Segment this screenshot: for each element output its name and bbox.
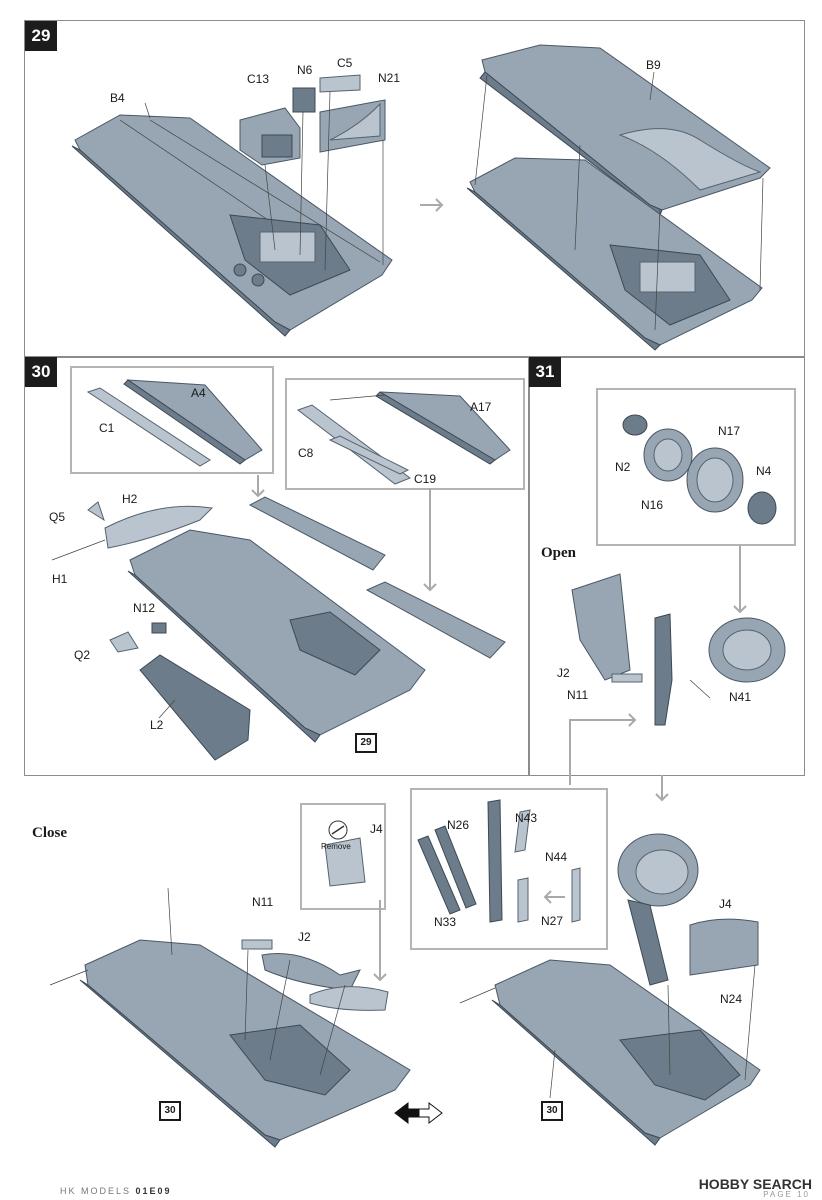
wing-lower-b4-assembled [466, 157, 763, 351]
label-l2: L2 [150, 718, 164, 732]
label-j2-open: J2 [557, 666, 570, 680]
ref-step-29: 29 [355, 733, 377, 753]
kit-code: 01E09 [135, 1186, 172, 1196]
label-n44: N44 [545, 850, 568, 864]
ref-step-30-right: 30 [541, 1101, 563, 1121]
label-n21: N21 [378, 71, 401, 85]
label-c8: C8 [298, 446, 314, 460]
wheel-parts [622, 414, 777, 525]
step-30-badge: 30 [25, 357, 57, 387]
ref-step-30-left: 30 [159, 1101, 181, 1121]
step-31-panel [528, 356, 805, 776]
label-j4-gear: J4 [719, 897, 732, 911]
label-j4-close: J4 [370, 822, 383, 836]
label-c19: C19 [414, 472, 437, 486]
label-n41: N41 [729, 690, 752, 704]
step-30-panel [24, 356, 530, 776]
label-n4: N4 [756, 464, 772, 478]
label-c5: C5 [337, 56, 353, 70]
gear-open [571, 573, 786, 726]
wing-step30 [51, 496, 506, 761]
label-b9: B9 [646, 58, 661, 72]
heading-close: Close [32, 825, 67, 841]
label-a4: A4 [191, 386, 206, 400]
label-n12: N12 [133, 601, 156, 615]
parts-c13-n6-c5-n21 [239, 74, 386, 166]
label-j2-close: J2 [298, 930, 311, 944]
label-h2: H2 [122, 492, 138, 506]
label-n2: N2 [615, 460, 631, 474]
label-c1: C1 [99, 421, 115, 435]
page-number: PAGE 10 [763, 1190, 810, 1199]
parts-c1-a4 [86, 379, 263, 467]
step-29-panel [24, 20, 805, 358]
brand-name: HK MODELS [60, 1186, 132, 1196]
label-n24: N24 [720, 992, 743, 1006]
label-q2: Q2 [74, 648, 91, 662]
label-b4: B4 [110, 91, 125, 105]
label-n11-open: N11 [567, 688, 589, 702]
parts-c8-c19-a17 [296, 391, 511, 485]
footer-brand: HK MODELS 01E09 [60, 1186, 172, 1196]
label-n33: N33 [434, 915, 457, 929]
label-c13: C13 [247, 72, 270, 86]
label-n43: N43 [515, 811, 538, 825]
step-29-badge: 29 [25, 21, 57, 51]
step-31-badge: 31 [529, 357, 561, 387]
gear-leg-parts [417, 799, 581, 923]
wing-upper-b9 [479, 44, 771, 216]
label-h1: H1 [52, 572, 68, 586]
label-q5: Q5 [49, 510, 66, 524]
heading-open: Open [541, 545, 577, 561]
wing-close [49, 820, 411, 1148]
label-n16: N16 [641, 498, 664, 512]
wing-gear-installed [459, 833, 761, 1146]
label-n26: N26 [447, 818, 470, 832]
watermark: HOBBY SEARCH [698, 1176, 812, 1192]
label-a17: A17 [470, 400, 492, 414]
label-remove: Remove [321, 842, 351, 851]
label-n27: N27 [541, 914, 564, 928]
label-n6: N6 [297, 63, 313, 77]
wing-lower-b4 [71, 114, 393, 337]
swap-arrow-icon [394, 1101, 443, 1125]
label-n17: N17 [718, 424, 741, 438]
label-n11-close: N11 [252, 895, 274, 909]
